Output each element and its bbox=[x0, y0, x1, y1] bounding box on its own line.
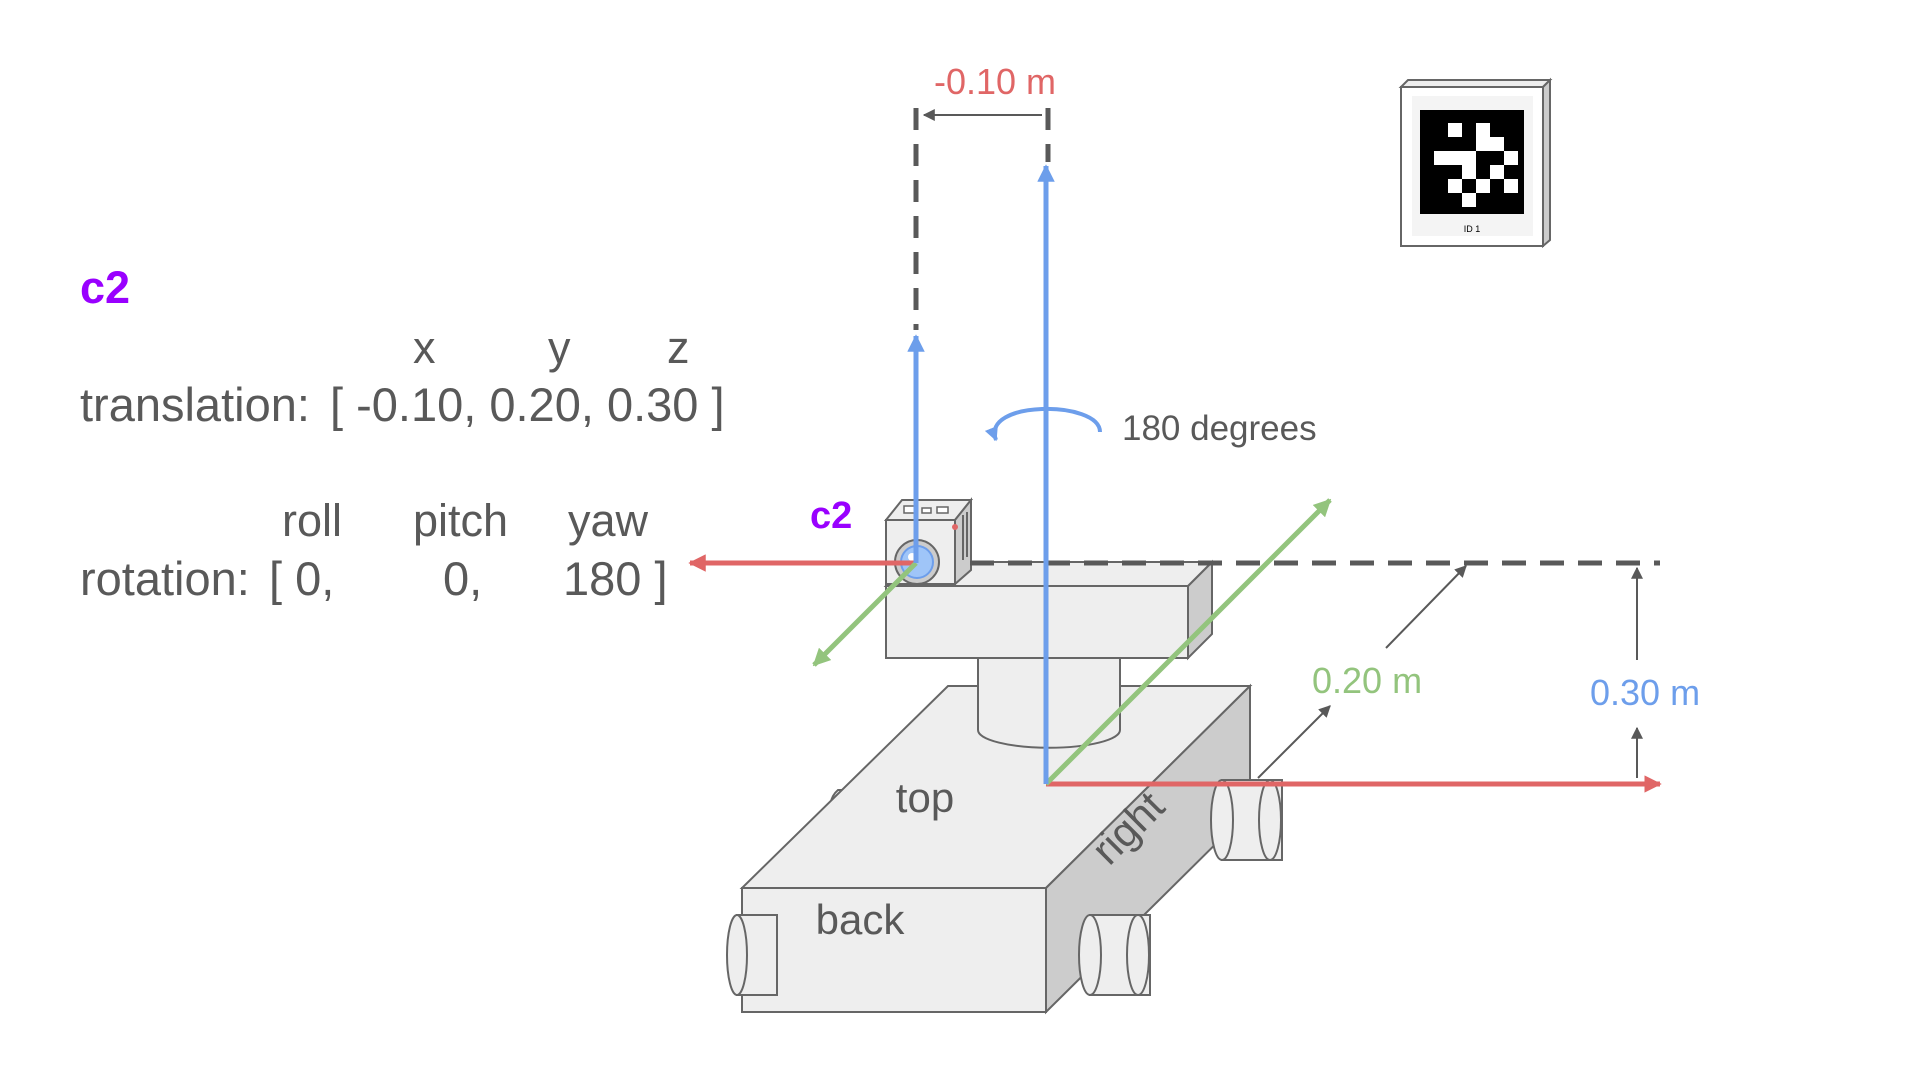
wheel-back-left bbox=[726, 914, 778, 996]
mount-plate-front bbox=[885, 585, 1189, 659]
rotation-axis-pitch: pitch bbox=[413, 495, 509, 546]
dim-y-arrow-upper bbox=[1385, 565, 1467, 649]
camera-diagram-label: c2 bbox=[810, 495, 852, 537]
rotation-value-yaw: 180 ] bbox=[563, 552, 668, 605]
translation-values: [ -0.10, 0.20, 0.30 ] bbox=[330, 378, 725, 431]
dim-y-arrow-lower bbox=[1257, 705, 1331, 779]
camera-frame bbox=[688, 334, 925, 667]
offset-x-label: -0.10 m bbox=[934, 61, 1056, 102]
rotation-value-pitch: 0, bbox=[443, 552, 483, 605]
wheel-front-right bbox=[1210, 779, 1283, 861]
robot-base: top back right bbox=[726, 683, 1283, 1015]
translation-axis-z: z bbox=[667, 322, 690, 373]
marker-id-label: ID 1 bbox=[1464, 224, 1481, 234]
origin-y-axis bbox=[1044, 498, 1332, 786]
translation-axis-x: x bbox=[413, 322, 436, 373]
camera-icon bbox=[883, 497, 974, 587]
aruco-marker-icon bbox=[1398, 77, 1553, 249]
rotation-value-roll: [ 0, bbox=[269, 552, 335, 605]
rotation-label: rotation: bbox=[80, 552, 250, 605]
top-face-label: top bbox=[896, 774, 954, 821]
mount-post bbox=[977, 657, 1121, 749]
rotation-axis-roll: roll bbox=[282, 495, 343, 546]
origin-frame bbox=[1037, 164, 1662, 793]
rotation-note: 180 degrees bbox=[1122, 409, 1317, 448]
wheel-back-right bbox=[1078, 914, 1151, 996]
back-face-label: back bbox=[816, 896, 906, 943]
camera-title: c2 bbox=[80, 262, 131, 313]
dimension-arrows bbox=[922, 109, 1643, 779]
translation-label: translation: bbox=[80, 378, 310, 431]
camera-y-axis bbox=[812, 561, 918, 667]
offset-z-label: 0.30 m bbox=[1590, 672, 1700, 713]
offset-y-label: 0.20 m bbox=[1312, 660, 1422, 701]
rotation-arrow-icon bbox=[984, 407, 1102, 442]
dashed-guides bbox=[913, 108, 1660, 566]
translation-axis-y: y bbox=[548, 322, 571, 373]
rotation-axis-yaw: yaw bbox=[568, 495, 649, 546]
